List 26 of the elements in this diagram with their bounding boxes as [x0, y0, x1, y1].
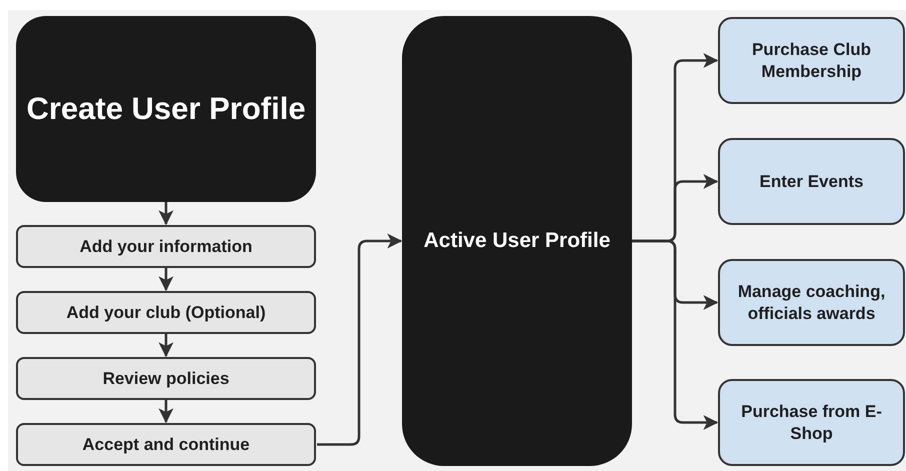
arrow — [158, 268, 174, 292]
action-box — [718, 259, 905, 346]
arrow — [158, 400, 174, 424]
box-label: Purchase from E-Shop — [740, 401, 883, 444]
box-label: Add your information — [80, 236, 252, 258]
box-label: Create User Profile — [26, 90, 306, 128]
step-box — [16, 291, 316, 334]
action-box — [718, 138, 905, 225]
action-box — [718, 17, 905, 104]
stage-box — [16, 16, 316, 202]
step-box — [16, 225, 316, 268]
arrow — [158, 334, 174, 358]
box-label: Active User Profile — [424, 228, 610, 254]
box-label: Review policies — [102, 368, 230, 390]
box-label: Add your club (Optional) — [66, 302, 266, 324]
box-label: Accept and continue — [82, 434, 250, 456]
action-box — [718, 379, 905, 466]
step-box — [16, 423, 316, 466]
arrow — [632, 240, 718, 430]
arrow — [158, 202, 174, 226]
box-label: Enter Events — [760, 170, 864, 192]
step-box — [16, 357, 316, 400]
stage-box — [402, 16, 632, 466]
box-label: Purchase Club Membership — [750, 39, 872, 82]
arrow — [317, 234, 402, 446]
box-label: Manage coaching, officials awards — [736, 281, 886, 324]
